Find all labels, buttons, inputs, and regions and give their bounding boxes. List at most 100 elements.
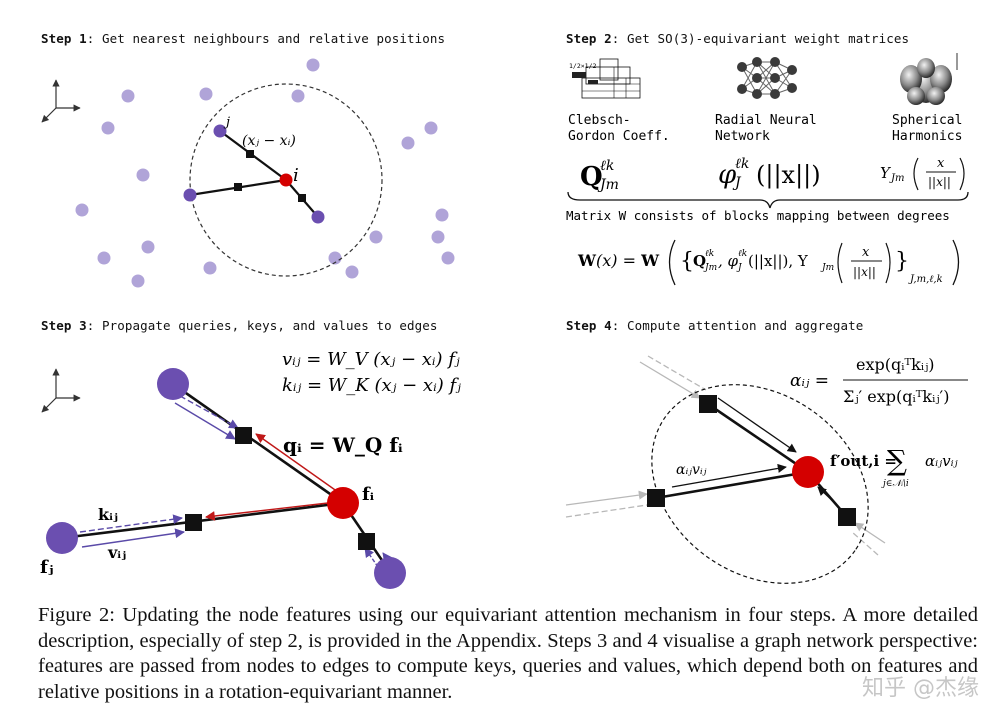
step3-text: : Propagate queries, keys, and values to… [86, 318, 438, 333]
alpha-lhs: αᵢⱼ = [790, 371, 829, 391]
rnn-label-line1: Radial Neural [715, 113, 817, 128]
svg-text:ℓk: ℓk [600, 158, 614, 174]
node [136, 168, 150, 182]
aggregate-arrow [671, 463, 787, 488]
svg-text:||x||: ||x|| [853, 265, 876, 279]
svg-text:ℓk: ℓk [738, 249, 747, 259]
matrix-description: Matrix W consists of blocks mapping betw… [566, 208, 950, 223]
step2-terms: Q ℓk Jm φ ℓk J (||x||) Y Jm x ||x|| [580, 156, 965, 193]
edge-square [234, 183, 242, 191]
step2-header: Step 2: Get SO(3)-equivariant weight mat… [566, 31, 909, 46]
label-i: i [293, 165, 299, 186]
cg-label-line2: Gordon Coeff. [568, 129, 670, 144]
svg-text:}: } [895, 249, 909, 274]
step2-icon-labels: Clebsch- Gordon Coeff. Radial Neural Net… [568, 113, 962, 144]
step4-panel: αᵢⱼvᵢⱼ αᵢⱼ = exp(qᵢᵀkᵢⱼ) Σⱼ′ exp(qᵢᵀkᵢⱼ′… [565, 355, 968, 584]
axes-icon [41, 79, 81, 123]
svg-text:J: J [736, 263, 743, 273]
sh-label-line1: Spherical [892, 113, 962, 128]
node [345, 265, 359, 279]
edge-square [358, 533, 375, 550]
step4-text: : Compute attention and aggregate [611, 318, 864, 333]
label-fj: fⱼ [40, 557, 53, 578]
svg-text:, φ: , φ [718, 252, 739, 270]
cg-table-header: 1/2×1/2 [569, 62, 596, 70]
node [291, 89, 305, 103]
svg-text:Q: Q [693, 252, 706, 270]
node [424, 121, 438, 135]
alpha-denominator: Σⱼ′ exp(qᵢᵀkᵢⱼ′) [843, 387, 949, 406]
query-arrow [255, 433, 339, 493]
label-fi: fᵢ [362, 484, 375, 505]
w-subscript: J,m,ℓ,k [908, 274, 943, 285]
value-arrow [81, 528, 185, 548]
label-kij: kᵢⱼ [98, 505, 118, 524]
y-term: Y [880, 164, 892, 182]
node [101, 121, 115, 135]
svg-text:||x||: ||x|| [928, 175, 951, 189]
svg-text:x: x [937, 156, 945, 171]
aggregate-arrow [817, 486, 839, 507]
node [435, 208, 449, 222]
label-relative-position: (xⱼ − xᵢ) [242, 133, 296, 149]
edge-square [246, 150, 254, 158]
fout-lhs: f′out,i = [830, 452, 897, 470]
node [306, 58, 320, 72]
center-node-i [792, 456, 824, 488]
node [141, 240, 155, 254]
edge-square [647, 489, 665, 507]
phi-term: φ [718, 160, 737, 190]
step1-neighbour-nodes [75, 58, 455, 288]
edge-square [298, 194, 306, 202]
edge-square [699, 395, 717, 413]
rnn-label-line2: Network [715, 129, 770, 144]
svg-text:Jm: Jm [597, 177, 619, 193]
svg-text:Jm: Jm [889, 173, 905, 184]
neighbour-node-j [46, 522, 78, 554]
spherical-harmonics-icon [900, 53, 958, 105]
key-arrow [179, 395, 239, 429]
node [431, 230, 445, 244]
cg-label-line1: Clebsch- [568, 113, 631, 128]
node [441, 251, 455, 265]
fout-subscript: j∈𝒩ᵢ\i [881, 479, 909, 489]
neural-network-icon [737, 57, 797, 99]
step2-panel: 1/2×1/2 [566, 53, 969, 286]
edge-square [235, 427, 252, 444]
step4-prefix: Step 4 [566, 318, 612, 333]
step3-prefix: Step 3 [41, 318, 87, 333]
watermark: 知乎 @杰缘 [862, 676, 979, 701]
neighbour-node [183, 188, 197, 202]
clebsch-gordon-table-icon: 1/2×1/2 [569, 58, 641, 99]
svg-text:(||x||), Y: (||x||), Y [748, 252, 809, 270]
k-equation: kᵢⱼ = W_K (xⱼ − xᵢ) fⱼ [282, 375, 461, 396]
svg-text:∑: ∑ [887, 444, 907, 477]
neighbour-node-j [213, 124, 227, 138]
svg-text:J: J [732, 175, 742, 191]
step2-prefix: Step 2 [566, 31, 612, 46]
label-alpha-v: αᵢⱼvᵢⱼ [676, 462, 707, 478]
q-equation: qᵢ = W_Q fᵢ [283, 433, 403, 457]
step1-prefix: Step 1 [41, 31, 87, 46]
svg-text:{: { [680, 249, 694, 274]
node [203, 261, 217, 275]
figure-caption: Figure 2: Updating the node features usi… [38, 604, 978, 703]
node [369, 230, 383, 244]
label-vij: vᵢⱼ [107, 543, 126, 562]
node [97, 251, 111, 265]
fout-rhs: αᵢⱼvᵢⱼ [925, 452, 958, 470]
svg-text:Jm: Jm [703, 263, 717, 273]
neighbour-node [374, 557, 406, 589]
node [75, 203, 89, 217]
node [121, 89, 135, 103]
w-formula: W(x) = W { Q ℓk Jm , φ ℓk J (||x||), Y J… [577, 239, 960, 286]
aggregate-arrow [717, 397, 797, 453]
grouping-brace [567, 191, 969, 209]
label-j: j [223, 115, 230, 130]
figure-canvas: j i (xⱼ − xᵢ) 1/2×1/2 [40, 53, 969, 589]
neighbourhood-circle [189, 83, 383, 277]
value-arrow [174, 402, 236, 440]
svg-text:ℓk: ℓk [735, 156, 749, 172]
sh-label-line2: Harmonics [892, 129, 962, 144]
q-term: Q [580, 162, 603, 192]
